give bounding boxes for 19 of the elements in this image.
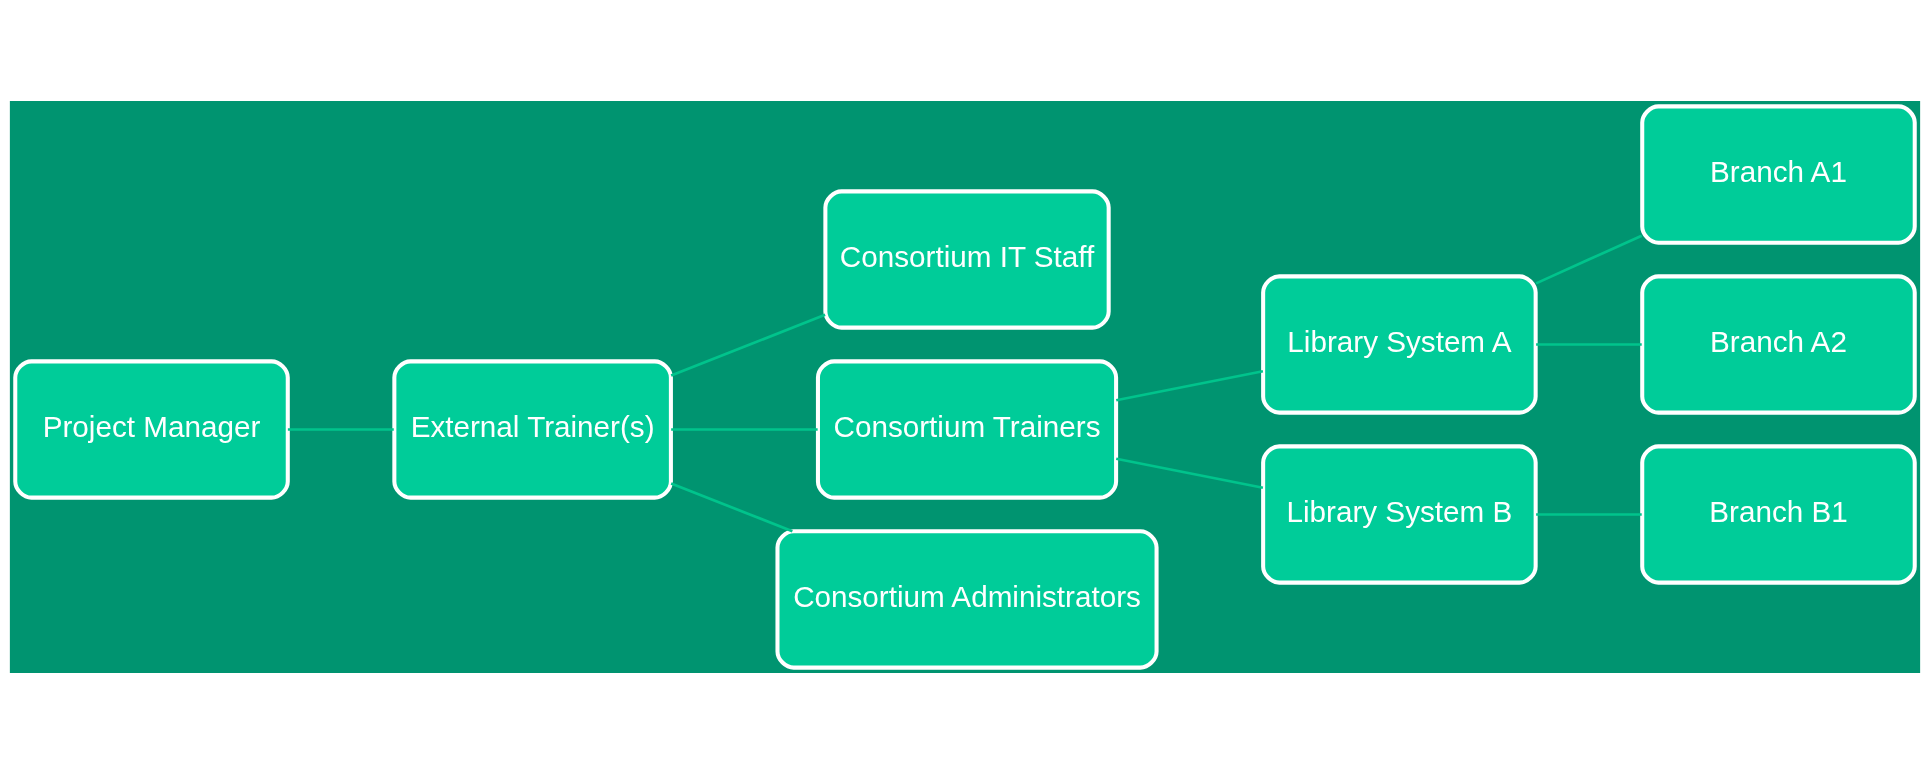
node-box: Consortium Trainers bbox=[815, 358, 1118, 500]
connector bbox=[670, 481, 793, 532]
connector bbox=[1115, 369, 1263, 402]
node-box: Branch A1 bbox=[1639, 103, 1917, 245]
node-box: Branch A2 bbox=[1639, 273, 1917, 415]
connector bbox=[1535, 342, 1642, 346]
node-box: Project Manager bbox=[12, 358, 290, 500]
node-box: Branch B1 bbox=[1639, 443, 1917, 585]
node-box: Consortium Administrators bbox=[774, 528, 1159, 670]
connector bbox=[287, 427, 394, 431]
connector bbox=[1535, 233, 1642, 285]
node-box: Library System A bbox=[1260, 273, 1538, 415]
node-box: Consortium IT Staff bbox=[822, 188, 1111, 330]
connector bbox=[1115, 456, 1263, 489]
connector bbox=[1535, 512, 1642, 516]
connector bbox=[670, 427, 818, 431]
connector bbox=[670, 313, 826, 377]
node-box: Library System B bbox=[1260, 443, 1538, 585]
node-box: External Trainer(s) bbox=[391, 358, 673, 500]
